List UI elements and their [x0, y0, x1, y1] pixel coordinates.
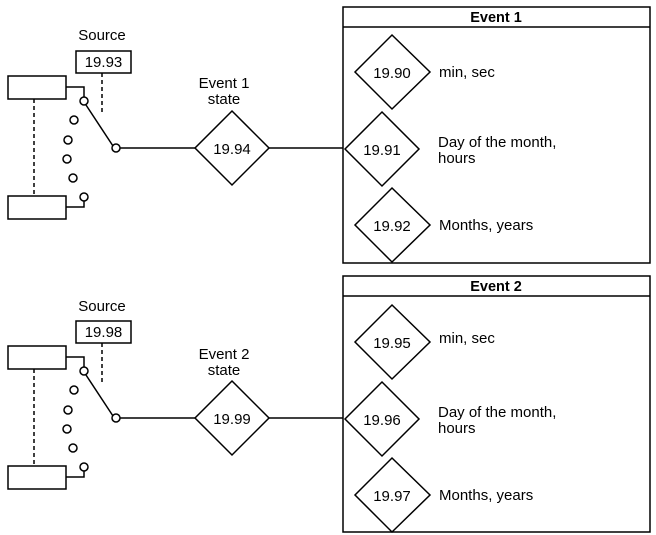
- event-1-state-param: 19.94: [213, 141, 251, 158]
- event-2-param-2-diamond: [343, 380, 421, 458]
- event-2-contact-4: [62, 424, 72, 434]
- event-2-contact-5: [68, 443, 78, 453]
- event-1-switch-arm: [85, 104, 114, 147]
- event-2-contact-2: [69, 385, 79, 395]
- event-1-switch-pivot: [111, 143, 121, 153]
- event-2-group: Source 19.98 Event 2 state 19.99 Event 2…: [7, 275, 651, 534]
- event-1-state-label-1: Event 1: [199, 75, 250, 92]
- event-2-param-3-diamond: [353, 456, 432, 534]
- event-2-switch-pivot: [111, 413, 121, 423]
- event-1-param-3-diamond: [353, 186, 432, 264]
- event-1-param-2-label-2: hours: [438, 150, 476, 167]
- event-1-param-2-label-1: Day of the month,: [438, 134, 556, 151]
- event-1-group: Source 19.93 Event 1 state 19.94 Event 1…: [7, 6, 651, 264]
- event-2-state-label-1: Event 2: [199, 346, 250, 363]
- event-2-source-param: 19.98: [85, 324, 123, 341]
- event-2-state-label-2: state: [208, 362, 241, 379]
- event-2-param-1-code: 19.95: [373, 335, 411, 352]
- event-2-wire-top: [66, 356, 85, 370]
- event-2-param-3-code: 19.97: [373, 488, 411, 505]
- event-2-title: Event 2: [470, 279, 522, 295]
- event-2-state-diamond: [193, 379, 271, 457]
- event-1-state-label-2: state: [208, 91, 241, 108]
- event-2-state-param: 19.99: [213, 411, 251, 428]
- event-2-wire-bottom: [66, 470, 85, 478]
- event-1-param-3-code: 19.92: [373, 218, 411, 235]
- event-2-param-1-diamond: [353, 303, 432, 381]
- event-1-param-3-label: Months, years: [439, 217, 533, 234]
- event-2-param-1-label: min, sec: [439, 330, 495, 347]
- event-1-source-param-box: [75, 50, 132, 74]
- event-1-input-top: [7, 75, 67, 100]
- event-2-contact-3: [63, 405, 73, 415]
- event-1-wire-top: [66, 86, 85, 100]
- event-1-contact-3: [63, 135, 73, 145]
- event-1-param-2-diamond: [343, 110, 421, 188]
- event-1-contact-2: [69, 115, 79, 125]
- event-1-contact-5: [68, 173, 78, 183]
- event-2-switch-arm: [85, 374, 114, 417]
- event-1-contact-6: [79, 192, 89, 202]
- event-1-input-bottom: [7, 195, 67, 220]
- event-2-contact-6: [79, 462, 89, 472]
- event-2-param-2-label-1: Day of the month,: [438, 404, 556, 421]
- event-1-contact-4: [62, 154, 72, 164]
- event-1-source-label: Source: [78, 27, 126, 44]
- event-1-title: Event 1: [470, 10, 522, 26]
- event-1-state-diamond: [193, 109, 271, 187]
- event-1-source-param: 19.93: [85, 54, 123, 71]
- event-2-param-3-label: Months, years: [439, 487, 533, 504]
- event-1-wire-bottom: [66, 200, 85, 208]
- event-1-param-2-code: 19.91: [363, 142, 401, 159]
- event-2-param-2-code: 19.96: [363, 412, 401, 429]
- event-1-param-1-diamond: [353, 33, 432, 111]
- event-2-input-bottom: [7, 465, 67, 490]
- event-1-contact-1: [79, 96, 89, 106]
- event-2-contact-1: [79, 366, 89, 376]
- event-2-source-param-box: [75, 320, 132, 344]
- event-2-param-2-label-2: hours: [438, 420, 476, 437]
- event-2-input-top: [7, 345, 67, 370]
- event-1-param-1-label: min, sec: [439, 64, 495, 81]
- event-2-source-label: Source: [78, 298, 126, 315]
- event-1-param-1-code: 19.90: [373, 65, 411, 82]
